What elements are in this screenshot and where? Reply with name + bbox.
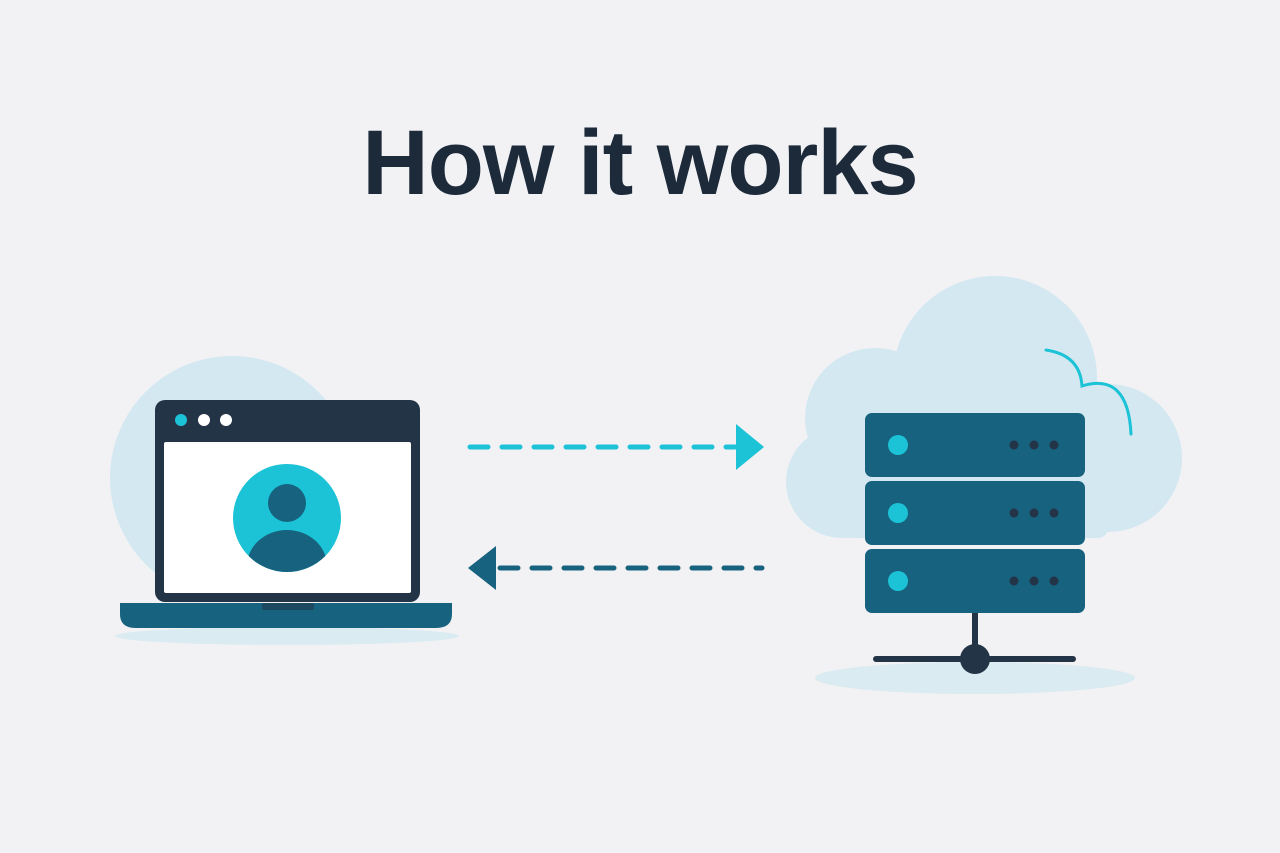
server-unit-body — [865, 413, 1085, 477]
indicator-dot-icon — [1049, 440, 1059, 450]
request-arrow — [467, 424, 764, 470]
indicator-dot-icon — [1029, 508, 1039, 518]
window-dot-3 — [220, 414, 232, 426]
indicator-dot-icon — [1049, 508, 1059, 518]
client-group — [110, 356, 459, 645]
laptop-base — [120, 603, 452, 628]
status-light-icon — [888, 435, 908, 455]
server-unit-1 — [865, 413, 1085, 477]
cloud-accent-arc — [1044, 348, 1133, 436]
indicator-dot-icon — [1009, 440, 1019, 450]
server-unit-body — [865, 481, 1085, 545]
indicator-dot-icon — [1049, 576, 1059, 586]
avatar-body — [247, 530, 327, 572]
server-unit-2 — [865, 481, 1085, 545]
network-hub — [960, 644, 990, 674]
server-group — [786, 276, 1182, 694]
user-avatar-icon — [233, 464, 341, 572]
browser-window-icon — [175, 414, 232, 426]
server-rack-icon — [865, 413, 1085, 613]
status-light-icon — [888, 503, 908, 523]
server-unit-3 — [865, 549, 1085, 613]
flow-arrows — [467, 424, 765, 590]
arrow-left-icon — [468, 546, 496, 590]
laptop-icon — [120, 400, 452, 628]
window-dot-2 — [198, 414, 210, 426]
indicator-dot-icon — [1029, 576, 1039, 586]
status-light-icon — [888, 571, 908, 591]
arrow-right-icon — [736, 424, 764, 470]
avatar-head — [268, 484, 306, 522]
page-title: How it works — [362, 112, 918, 214]
server-shadow — [815, 662, 1135, 694]
server-unit-body — [865, 549, 1085, 613]
window-dot-1 — [175, 414, 187, 426]
indicator-dot-icon — [1009, 576, 1019, 586]
indicator-dot-icon — [1009, 508, 1019, 518]
network-node-icon — [873, 612, 1076, 674]
laptop-notch — [262, 603, 314, 610]
laptop-shadow — [115, 627, 459, 645]
response-arrow — [468, 546, 765, 590]
indicator-dot-icon — [1029, 440, 1039, 450]
